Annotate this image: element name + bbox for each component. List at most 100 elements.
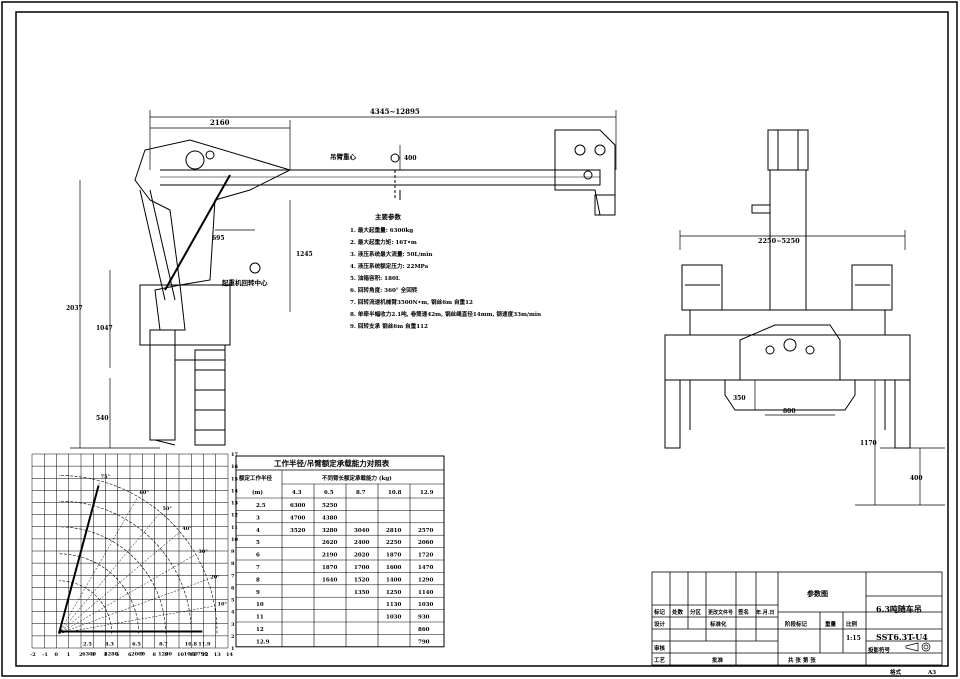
- table-value-cell: 2810: [386, 528, 401, 534]
- spec-item: 6. 回转角度: 360° 全回转: [350, 286, 418, 294]
- table-value-cell: 1030: [418, 602, 433, 608]
- y-tick-label: 8: [231, 561, 235, 567]
- x-tick-label: 13: [214, 652, 221, 658]
- spec-item: 8. 单牵半幅收力2.1吨, 卷筒速42m, 钢丝绳直径14mm, 钢速度33m…: [350, 310, 541, 318]
- table-value-cell: 2060: [418, 540, 433, 546]
- angle-label: 75°: [101, 474, 111, 480]
- table-value-cell: 4700: [290, 515, 305, 521]
- spec-item: 3. 液压系统最大流量: 50L/min: [350, 250, 432, 258]
- y-tick-label: 16: [231, 464, 238, 470]
- column: [134, 139, 292, 286]
- x-tick-label: 4: [104, 652, 108, 658]
- tb-review: 审核: [654, 644, 666, 652]
- x-tick-label: 11: [189, 652, 196, 658]
- boom-arc: [58, 475, 218, 634]
- side-dimensions: [70, 110, 617, 449]
- y-tick-label: 13: [231, 501, 238, 507]
- y-tick-label: 2: [231, 634, 235, 640]
- table-value-cell: 1030: [386, 615, 401, 621]
- front-dimensions: [679, 230, 945, 506]
- table-value-cell: 5250: [322, 503, 337, 509]
- x-tick-label: 9: [165, 652, 169, 658]
- dim-400b: 400: [910, 475, 923, 482]
- dim-width: 2250~5250: [758, 237, 800, 245]
- dim-1047: 1047: [96, 325, 113, 332]
- seat-left: [681, 264, 723, 311]
- table-value-cell: 790: [418, 639, 430, 645]
- tb-ratio: 比例: [846, 620, 858, 628]
- tb-label-count: 处数: [671, 608, 684, 616]
- x-tick-label: 3: [91, 652, 95, 658]
- y-tick-label: 6: [231, 585, 235, 591]
- angle-label: 60°: [139, 490, 149, 496]
- dim-400: 400: [404, 155, 417, 162]
- spec-item: 5. 油箱容积: 180L: [350, 274, 400, 282]
- spec-item: 9. 回转支承 钢丝6m 自重112: [350, 322, 428, 330]
- table-value-cell: 1600: [386, 565, 401, 571]
- table-radius-cell: 10: [256, 602, 264, 608]
- load-label: 790: [197, 651, 208, 657]
- center-mark: [249, 262, 261, 274]
- dim-1170: 1170: [860, 440, 877, 447]
- angle-ray: [58, 579, 208, 634]
- spec-title: 主要参数: [375, 212, 402, 221]
- projection-symbol-icon: [905, 642, 931, 652]
- tb-stage: 阶段标记: [785, 620, 808, 628]
- radius-label: 6.5: [132, 641, 141, 647]
- scale-value: 1:15: [846, 635, 861, 642]
- outrigger-front-right: [894, 380, 911, 449]
- angle-label: 10°: [218, 601, 228, 607]
- table-radius-cell: 5: [256, 540, 260, 546]
- table-boom-length: 4.3: [292, 490, 302, 496]
- radius-label: 2.5: [83, 641, 92, 647]
- tb-sheets: 共 张 第 张: [788, 656, 816, 664]
- table-header-left: 额定工作半径: [239, 474, 273, 482]
- spec-item: 2. 最大起重力矩: 16T•m: [350, 238, 417, 246]
- tb-standardization: 标准化: [709, 620, 727, 628]
- table-value-cell: 1350: [354, 590, 369, 596]
- y-tick-label: 5: [231, 598, 235, 604]
- x-tick-label: 10: [177, 652, 184, 658]
- outrigger-front-left: [664, 380, 681, 449]
- load-label: 6300: [82, 651, 96, 657]
- radius-label: 10.8: [185, 641, 198, 647]
- x-tick-label: 0: [55, 652, 59, 658]
- x-tick-label: 2: [79, 652, 83, 658]
- tb-process: 工艺: [654, 656, 666, 664]
- x-tick-label: -2: [30, 652, 36, 658]
- table-value-cell: 930: [418, 615, 430, 621]
- x-tick-label: 6: [128, 652, 132, 658]
- boom-arc: [58, 553, 139, 634]
- table-value-cell: 860: [418, 627, 430, 633]
- y-tick-label: 10: [231, 537, 238, 543]
- x-tick-label: 12: [202, 652, 209, 658]
- table-radius-cell: 11: [256, 615, 264, 621]
- chassis-front: [664, 334, 911, 381]
- table-radius-cell: 4: [256, 528, 260, 534]
- spec-item: 7. 回转流速机械臂3500N•m, 钢丝6m 自重12: [350, 298, 473, 306]
- boom-line: [57, 485, 100, 634]
- load-label: 1040: [184, 651, 198, 657]
- table-radius-cell: 7: [256, 565, 260, 571]
- radius-label: 11.9: [198, 641, 211, 647]
- pivot-pin: [185, 150, 205, 170]
- tb-weight: 重量: [825, 620, 837, 628]
- radius-label: 4.3: [105, 641, 114, 647]
- table-radius-cell: 3: [256, 515, 260, 521]
- dim-695: 695: [212, 235, 225, 242]
- boom: [160, 169, 601, 186]
- y-tick-label: 17: [231, 452, 238, 458]
- tb-label-sign: 签名: [737, 608, 749, 616]
- table-boom-length: 6.5: [324, 490, 334, 496]
- dim-350: 350: [733, 395, 746, 402]
- dim-540: 540: [96, 415, 109, 422]
- x-tick-label: -1: [42, 652, 48, 658]
- load-label: 3280: [104, 651, 118, 657]
- x-tick-label: 1: [67, 652, 70, 658]
- inner-frame: [15, 11, 949, 667]
- table-value-cell: 1140: [418, 590, 433, 596]
- dim-2037: 2037: [66, 305, 83, 312]
- angle-label: 50°: [162, 506, 172, 512]
